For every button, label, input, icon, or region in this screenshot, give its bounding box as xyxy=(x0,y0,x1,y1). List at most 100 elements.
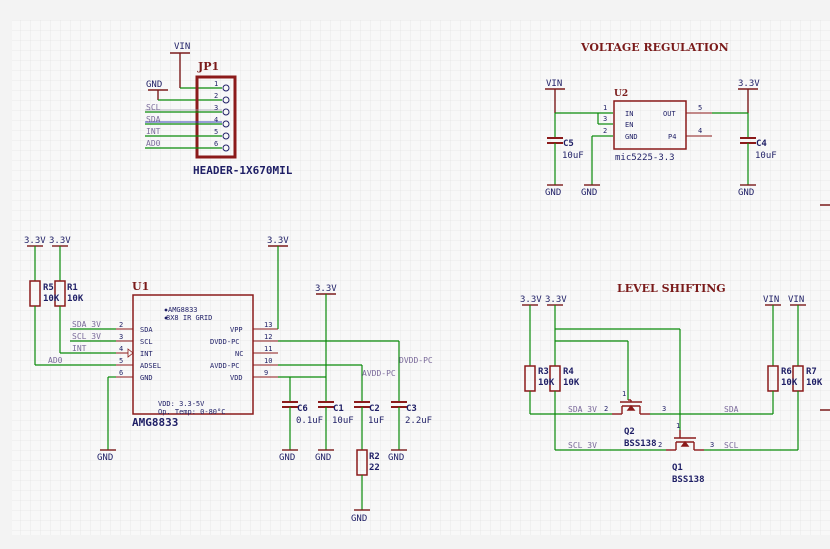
c3-designator: C3 xyxy=(406,404,417,414)
jp1-pin-number: 3 xyxy=(214,104,218,112)
u2-pin-p4: P4 xyxy=(668,133,676,141)
header-jp1: VIN GND JP1 SCL SDA INT AD0 1 xyxy=(145,42,293,177)
vin-label: VIN xyxy=(174,42,190,52)
dvdd-net-label: DVDD-PC xyxy=(399,356,433,365)
r7-rail-label: VIN xyxy=(788,295,804,305)
jp1-pin-number: 6 xyxy=(214,140,218,148)
q2-pin-num: 1 xyxy=(622,390,626,398)
u2-pin-num-in: 1 xyxy=(603,104,607,112)
u1-pin-num: 2 xyxy=(119,321,123,329)
r2-gnd-label: GND xyxy=(351,514,367,524)
c4-designator: C4 xyxy=(756,139,767,149)
ls-net-scl3v: SCL 3V xyxy=(568,441,597,450)
jp1-pin-hole xyxy=(222,120,230,128)
r5-designator: R5 xyxy=(43,283,54,293)
sensor-section: 3.3V 3.3V R5 10K R1 10K SDA 3V SCL 3V IN… xyxy=(24,236,433,524)
r4-designator: R4 xyxy=(563,367,574,377)
level-shifting-title: LEVEL SHIFTING xyxy=(617,282,726,295)
c5-designator: C5 xyxy=(563,139,574,149)
u1-pin-num: 11 xyxy=(264,345,272,353)
r4-rail-label: 3.3V xyxy=(545,295,567,305)
c4-value: 10uF xyxy=(755,151,777,161)
r4-value: 10K xyxy=(563,378,580,388)
q1-pin-num: 1 xyxy=(676,422,680,430)
u2-pin-num-p4: 4 xyxy=(698,127,702,135)
c2-designator: C2 xyxy=(369,404,380,414)
c6-gnd-label: GND xyxy=(279,453,295,463)
r3-rail-label: 3.3V xyxy=(520,295,542,305)
u1-net-scl3v: SCL 3V xyxy=(72,332,101,341)
c6-value: 0.1uF xyxy=(296,416,323,426)
jp1-pin-number: 1 xyxy=(214,80,218,88)
r7-value: 10K xyxy=(806,378,823,388)
r7-designator: R7 xyxy=(806,367,817,377)
u1-pin-int: INT xyxy=(140,350,153,358)
u1-gnd-label: GND xyxy=(97,453,113,463)
q2-pin-num: 3 xyxy=(662,405,666,413)
u2-pin-num-gnd: 2 xyxy=(603,127,607,135)
u1-inner-title: AMG8833 xyxy=(168,306,198,314)
u1-net-int: INT xyxy=(72,344,87,353)
jp1-pin-hole xyxy=(222,84,230,92)
u1-pin-avdd: AVDD-PC xyxy=(210,362,240,370)
u2-gnd-mid-label: GND xyxy=(581,188,597,198)
ls-net-scl: SCL xyxy=(724,441,739,450)
q2-value: BSS138 xyxy=(624,439,657,449)
jp1-pin-number: 2 xyxy=(214,92,218,100)
u2-value: mic5225-3.3 xyxy=(615,153,675,163)
c1-gnd-label: GND xyxy=(315,453,331,463)
q2-designator: Q2 xyxy=(624,427,635,437)
voltage-regulation-section: VOLTAGE REGULATION VIN GND C5 10uF U2 1 … xyxy=(545,41,777,198)
r3-designator: R3 xyxy=(538,367,549,377)
u2-pin-in: IN xyxy=(625,110,633,118)
c2-value: 1uF xyxy=(368,416,384,426)
jp1-pin-rows xyxy=(145,109,222,149)
u1-pin-num: 3 xyxy=(119,333,123,341)
q1-pin-num: 2 xyxy=(658,441,662,449)
u1-designator: U1 xyxy=(132,280,149,293)
q1-pin-num: 3 xyxy=(710,441,714,449)
u2-pin-en: EN xyxy=(625,121,633,129)
u1-value: AMG8833 xyxy=(132,416,178,429)
voltage-regulation-title: VOLTAGE REGULATION xyxy=(580,41,729,54)
c1-designator: C1 xyxy=(333,404,344,414)
u1-pin-num: 6 xyxy=(119,369,123,377)
u2-gnd-left-label: GND xyxy=(545,188,561,198)
jp1-net-int: INT xyxy=(146,127,161,136)
r2-value: 22 xyxy=(369,463,380,473)
u2-pin-out: OUT xyxy=(663,110,676,118)
u2-body xyxy=(613,100,687,150)
q2-mosfet xyxy=(612,399,650,415)
u1-pin-adsel: ADSEL xyxy=(140,362,161,370)
jp1-net-sda: SDA xyxy=(146,115,161,124)
jp1-pin-hole xyxy=(222,132,230,140)
r6-designator: R6 xyxy=(781,367,792,377)
u1-pin-vdd: VDD xyxy=(230,374,243,382)
u2-gnd-right-label: GND xyxy=(738,188,754,198)
u1-pin-num: 9 xyxy=(264,369,268,377)
u1-note-temp: Op. Temp: 0-80°C xyxy=(158,408,225,416)
jp1-designator: JP1 xyxy=(197,60,219,73)
u1-pin-gnd: GND xyxy=(140,374,153,382)
r5-value: 10K xyxy=(43,294,60,304)
q2-pin-num: 2 xyxy=(604,405,608,413)
u2-pin-gnd: GND xyxy=(625,133,638,141)
gnd-label: GND xyxy=(146,80,162,90)
u1-pin-sda: SDA xyxy=(140,326,153,334)
u1-pin-vpp: VPP xyxy=(230,326,243,334)
u1-pin-num: 10 xyxy=(264,357,272,365)
c3-value: 2.2uF xyxy=(405,416,432,426)
u1-pin-num: 13 xyxy=(264,321,272,329)
c5-value: 10uF xyxy=(562,151,584,161)
u1-body xyxy=(132,294,254,415)
u1-note-vdd: VDD: 3.3-5V xyxy=(158,400,205,408)
u1-net-ad0: AD0 xyxy=(48,356,63,365)
vdd-rail-label: 3.3V xyxy=(315,284,337,294)
q1-value: BSS138 xyxy=(672,475,705,485)
jp1-pin-hole xyxy=(222,96,230,104)
r6-rail-label: VIN xyxy=(763,295,779,305)
r2-designator: R2 xyxy=(369,452,380,462)
jp1-pin-number: 4 xyxy=(214,116,218,124)
jp1-net-ad0: AD0 xyxy=(146,139,161,148)
